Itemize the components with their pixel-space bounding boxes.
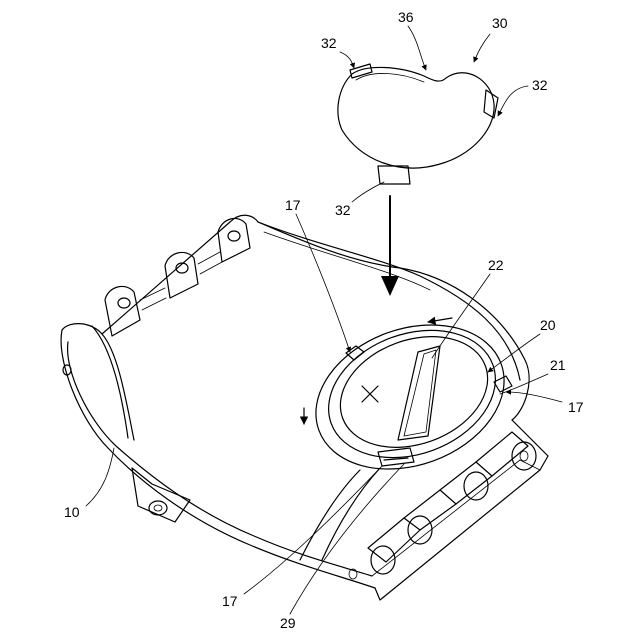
leader-lines (86, 26, 562, 614)
label-21: 21 (550, 357, 566, 373)
label-29: 29 (280, 615, 296, 631)
label-17-top: 17 (285, 197, 301, 213)
label-32-right: 32 (532, 77, 548, 93)
label-30: 30 (492, 15, 508, 31)
hinge-knuckles-back (105, 218, 250, 336)
battery-lid (338, 64, 498, 184)
insertion-arrow (381, 196, 399, 296)
battery-holder (296, 300, 525, 494)
hinge-knuckles-front (349, 432, 536, 579)
label-20: 20 (540, 317, 556, 333)
label-32-bottom: 32 (335, 202, 351, 218)
label-22: 22 (488, 257, 504, 273)
reference-numerals: 32 36 30 32 32 17 22 20 21 17 10 17 29 (64, 9, 584, 631)
label-36: 36 (398, 9, 414, 25)
label-17-bottom: 17 (222, 593, 238, 609)
label-32-top-left: 32 (321, 35, 337, 51)
label-10: 10 (64, 504, 80, 520)
label-17-right: 17 (568, 399, 584, 415)
housing-body (61, 215, 548, 600)
